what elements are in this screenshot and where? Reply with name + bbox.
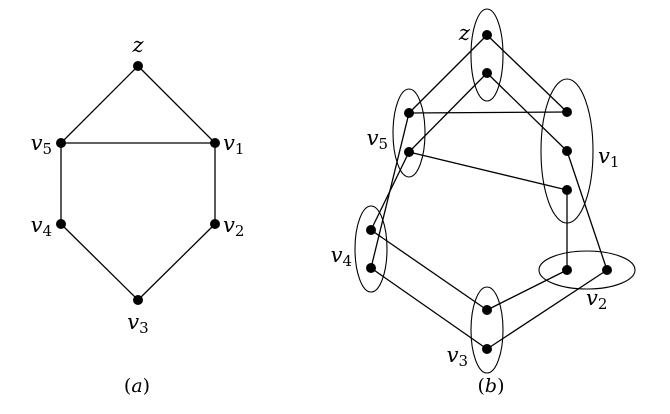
caption-a: (a) xyxy=(124,375,150,397)
group-z xyxy=(470,8,504,102)
vertex-a-z xyxy=(133,61,143,71)
label-b-v1: v1 xyxy=(598,144,619,171)
vertex-a-v3 xyxy=(133,295,143,305)
vertex-b-v2b xyxy=(602,265,612,275)
edge-b-v2b-v3b xyxy=(486,269,608,350)
label-a-v3: v3 xyxy=(127,310,148,337)
graph-b: z v1 v2 v3 v4 v5 (b) xyxy=(331,8,636,397)
group-v3 xyxy=(470,286,504,374)
vertex-b-v4a xyxy=(366,225,376,235)
edge-b-z1-v1a xyxy=(486,34,568,113)
edge-b-v4b-v3b xyxy=(370,267,488,350)
label-b-v5: v5 xyxy=(367,126,388,153)
edge-a-z-v1 xyxy=(137,65,216,144)
vertex-a-v4 xyxy=(56,219,66,229)
edge-a-v4-v3 xyxy=(60,223,139,301)
vertex-b-v3b xyxy=(482,344,492,354)
vertex-b-v5a xyxy=(404,108,414,118)
group-v2 xyxy=(538,250,636,290)
vertex-b-v1c xyxy=(562,185,572,195)
label-a-v1: v1 xyxy=(223,131,244,158)
edge-b-v5b-v4a xyxy=(370,151,410,231)
label-a-v5: v5 xyxy=(31,131,52,158)
label-b-v4: v4 xyxy=(331,243,352,270)
edge-a-v2-v3 xyxy=(137,223,216,301)
group-v5 xyxy=(392,88,426,178)
edge-b-v4a-v3a xyxy=(370,229,488,311)
vertex-b-v3a xyxy=(482,305,492,315)
edge-b-v5a-v1a xyxy=(408,111,568,114)
vertex-b-v1a xyxy=(562,107,572,117)
vertex-b-v5b xyxy=(404,147,414,157)
vertex-a-v2 xyxy=(210,219,220,229)
vertex-a-v5 xyxy=(56,138,66,148)
group-v4 xyxy=(354,205,388,293)
label-b-v3: v3 xyxy=(447,343,468,370)
edge-a-z-v5 xyxy=(60,65,139,144)
label-a-v4: v4 xyxy=(31,213,52,240)
edge-b-v5b-v1c xyxy=(408,151,568,191)
edge-b-v1b-v2b xyxy=(566,150,608,271)
vertex-b-v2a xyxy=(562,265,572,275)
label-b-z: z xyxy=(458,21,471,45)
vertex-a-v1 xyxy=(210,138,220,148)
vertex-b-v1b xyxy=(562,146,572,156)
vertex-b-z1 xyxy=(482,30,492,40)
label-a-v2: v2 xyxy=(223,213,244,240)
graph-a: z v1 v2 v3 v4 v5 (a) xyxy=(31,33,245,397)
caption-b: (b) xyxy=(477,375,504,397)
vertex-b-z2 xyxy=(482,68,492,78)
vertex-b-v4b xyxy=(366,263,376,273)
label-b-v2: v2 xyxy=(586,286,607,313)
edge-b-z1-v5a xyxy=(408,34,488,114)
edge-b-v2a-v3a xyxy=(486,269,568,311)
label-a-z: z xyxy=(131,33,144,57)
